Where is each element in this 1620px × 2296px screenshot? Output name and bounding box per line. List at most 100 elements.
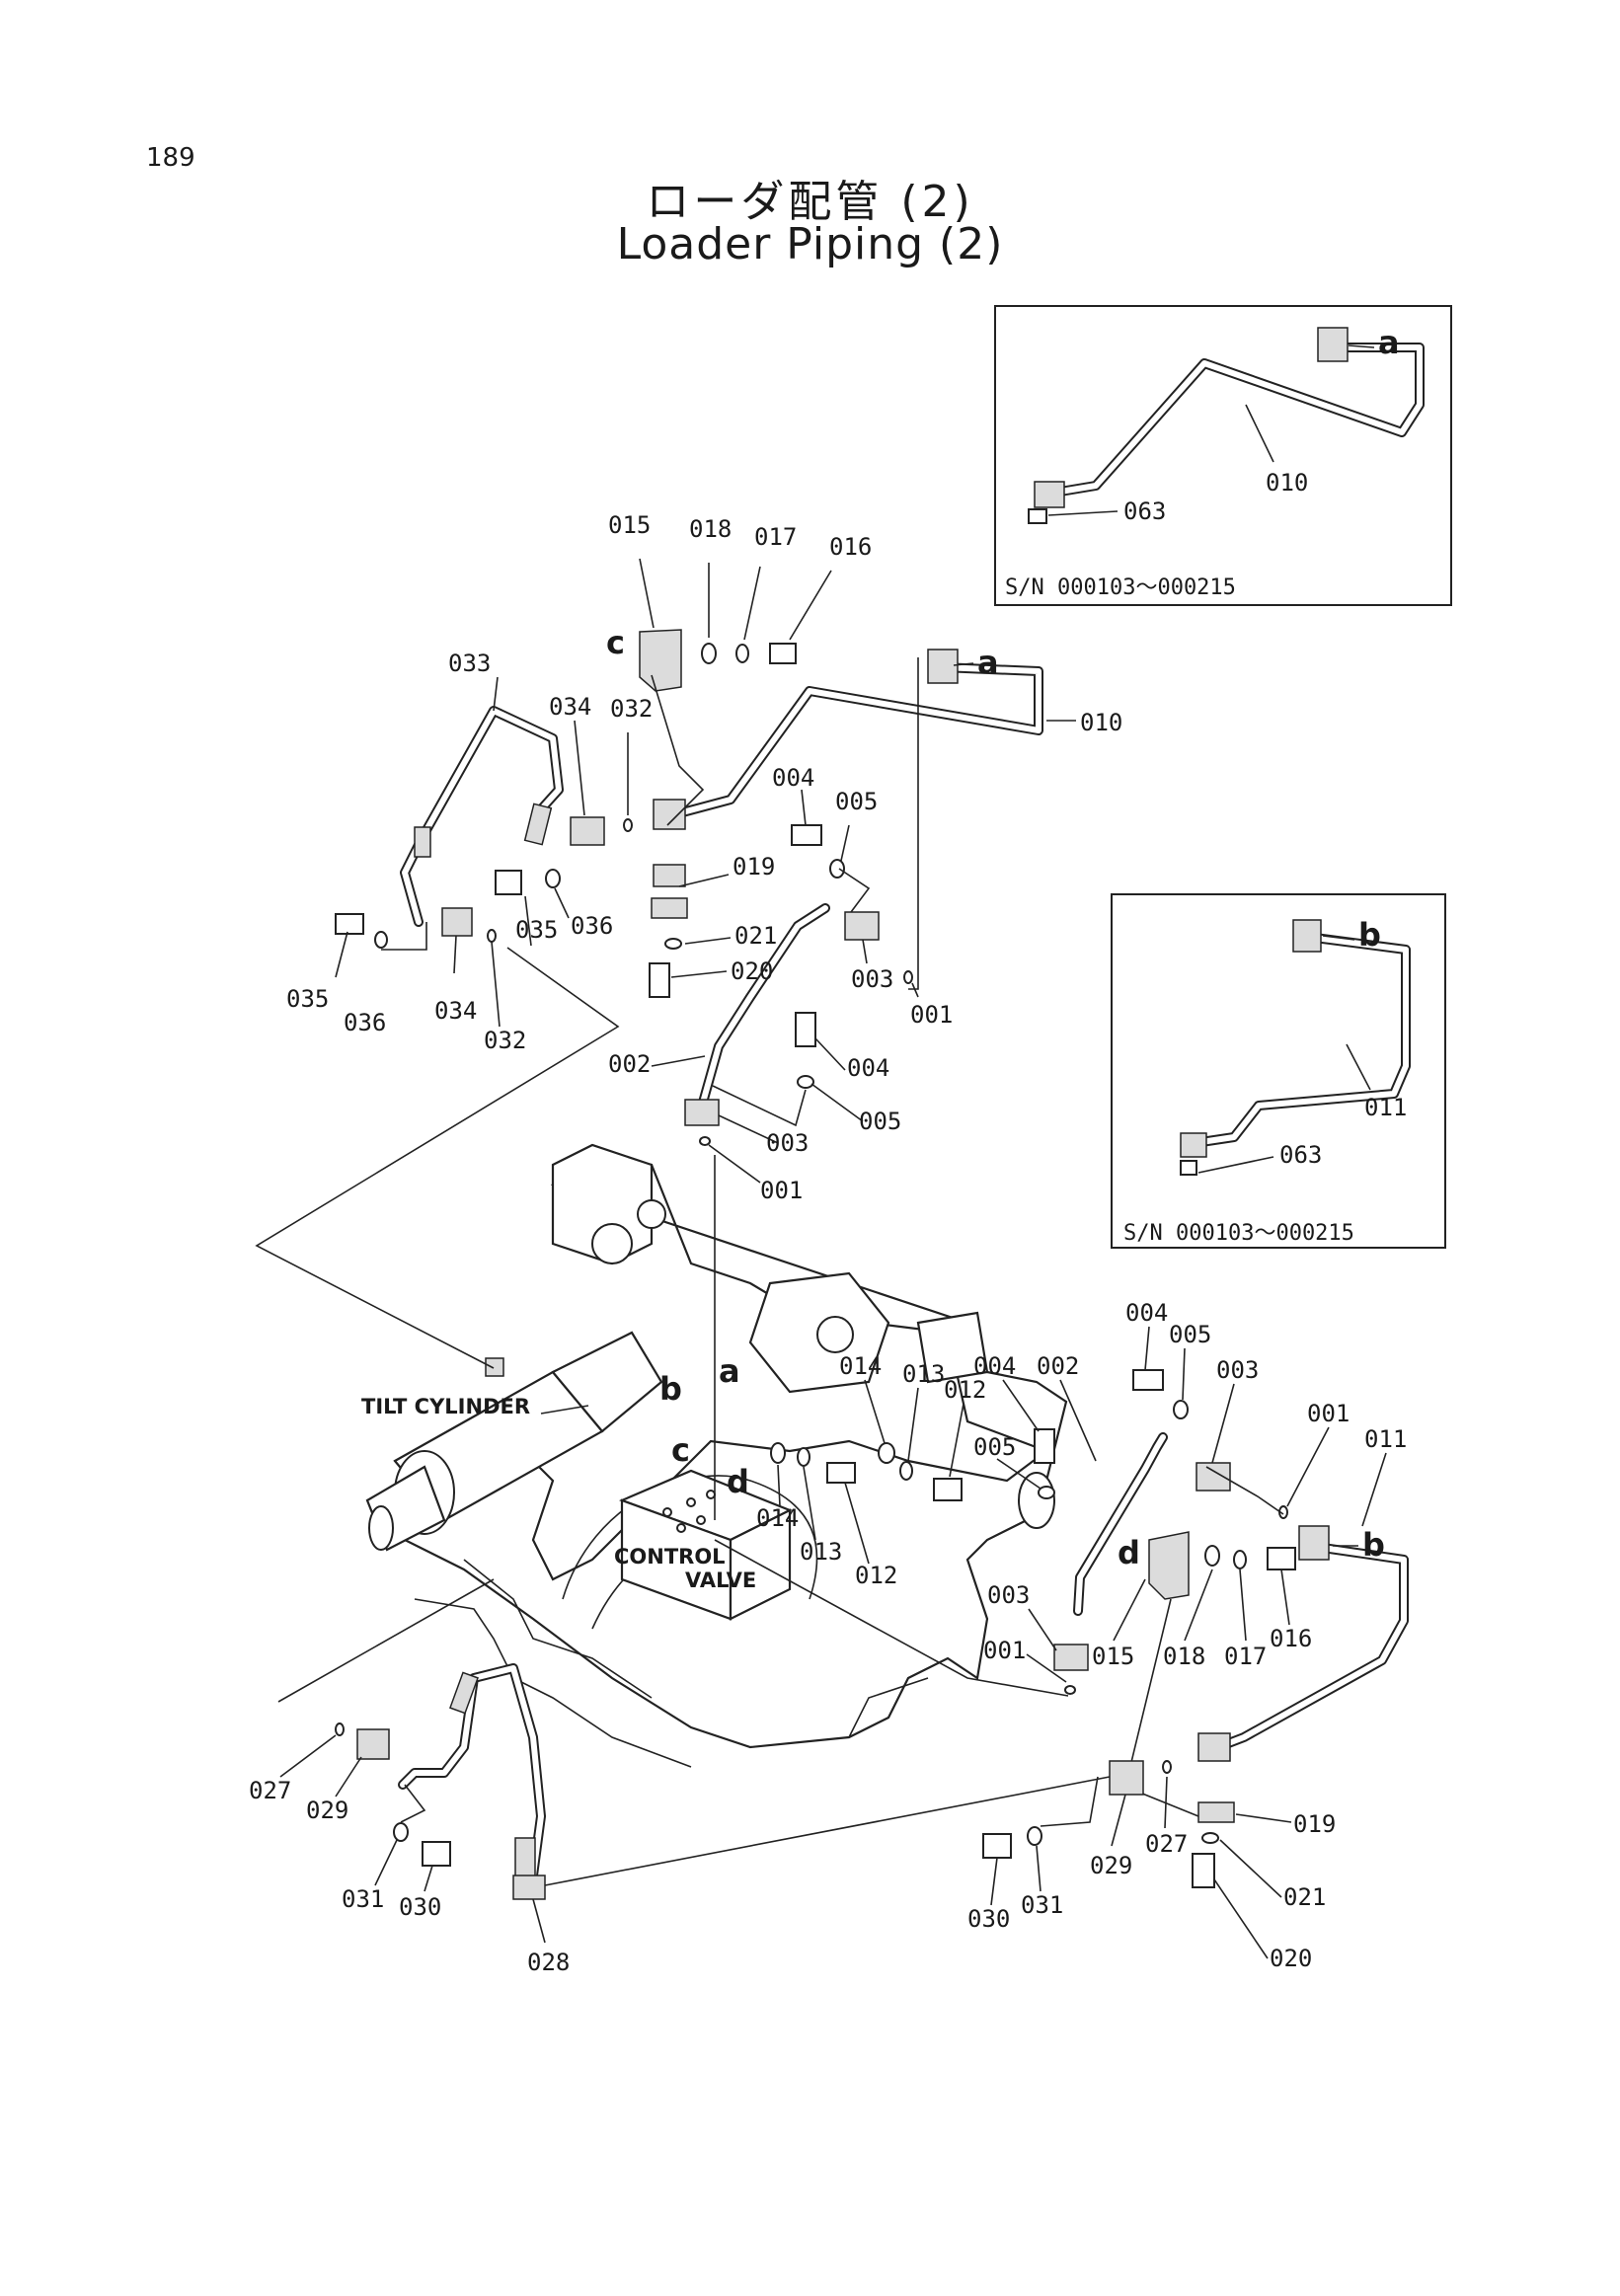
page-title-japanese: ローダ配管 (2) [646,177,974,227]
washer-icon [1204,1545,1220,1567]
tilt-cylinder-label: TILT CYLINDER [361,1395,530,1418]
o-ring-icon [664,938,682,950]
part-label-029: 029 [1090,1852,1132,1879]
o-ring-icon [1064,1685,1076,1695]
lock-washer-icon [1027,1826,1042,1846]
lock-washer-icon [393,1822,409,1842]
fitting-icon [523,803,553,846]
part-label-063: 063 [1123,497,1166,525]
flange-icon [1180,1132,1207,1158]
part-label-030: 030 [967,1905,1010,1933]
flange-icon [927,649,959,684]
lock-washer-icon [1038,1486,1055,1499]
part-label-002: 002 [1037,1352,1079,1380]
part-label-015: 015 [1092,1643,1134,1670]
flange-icon [653,799,686,830]
split-flange-icon [684,1099,720,1126]
part-label-005: 005 [835,788,878,815]
bolt-icon [335,913,364,935]
part-label-003: 003 [1216,1356,1259,1384]
part-label-005: 005 [859,1108,901,1135]
part-label-001: 001 [1307,1400,1350,1427]
washer-icon [770,1442,786,1464]
part-label-013: 013 [800,1538,842,1566]
part-label-011: 011 [1364,1425,1407,1453]
control-valve-label-line2: VALVE [685,1569,756,1592]
ref-letter-a: a [977,644,999,681]
clamp-icon [651,897,688,919]
part-label-012: 012 [944,1376,986,1404]
lock-washer-icon [1233,1550,1247,1569]
bolt-icon [422,1841,451,1867]
bolt-icon [1180,1160,1197,1176]
o-ring-icon [335,1722,345,1736]
bolt-icon [933,1478,963,1501]
part-label-034: 034 [434,997,477,1025]
lock-washer-icon [735,644,749,663]
ref-letter-c: c [606,624,625,661]
part-label-019: 019 [733,853,775,880]
part-label-021: 021 [1283,1883,1326,1911]
part-label-010: 010 [1266,469,1308,497]
part-label-029: 029 [306,1797,348,1824]
ref-letter-b: b [659,1370,682,1408]
part-label-019: 019 [1293,1810,1336,1838]
ref-letter-b: b [1358,916,1381,954]
bolt-icon [1028,508,1047,524]
bolt-icon [826,1462,856,1484]
part-label-002: 002 [608,1050,651,1078]
leader-lines-lower [277,1578,1168,1944]
part-label-004: 004 [772,764,814,792]
o-ring-icon [1162,1760,1172,1774]
flange-icon [1034,481,1065,508]
o-ring-icon [1201,1832,1219,1844]
fitting-icon [414,826,431,858]
part-label-030: 030 [399,1893,441,1921]
part-label-014: 014 [756,1504,799,1532]
split-flange-icon [1109,1760,1144,1796]
part-label-035: 035 [286,985,329,1013]
bolt-icon [791,824,822,846]
part-label-014: 014 [839,1352,882,1380]
part-label-036: 036 [344,1009,386,1036]
part-label-001: 001 [983,1637,1026,1664]
clamp-icon [1197,1801,1235,1823]
part-label-017: 017 [1224,1643,1267,1670]
part-label-063: 063 [1279,1141,1322,1169]
bracket-icon [639,629,682,692]
part-label-016: 016 [1270,1625,1312,1652]
part-label-011: 011 [1364,1094,1407,1121]
washer-icon [878,1442,895,1464]
split-flange-icon [570,816,605,846]
lock-washer-icon [829,859,845,879]
part-label-020: 020 [1270,1945,1312,1972]
bolt-icon [1132,1369,1164,1391]
lock-washer-icon [374,931,388,949]
o-ring-icon [699,1136,711,1146]
flange-icon [1197,1732,1231,1762]
part-label-036: 036 [571,912,613,940]
lock-washer-icon [797,1075,814,1089]
part-label-017: 017 [754,523,797,551]
part-label-021: 021 [734,922,777,950]
part-label-001: 001 [760,1177,803,1204]
part-label-005: 005 [1169,1321,1211,1348]
part-label-004: 004 [847,1054,889,1082]
bolt-icon [1034,1428,1055,1464]
part-label-033: 033 [448,650,491,677]
bolt-icon [1267,1547,1296,1570]
ref-letter-d: d [1118,1534,1140,1571]
part-label-003: 003 [851,965,893,993]
part-label-034: 034 [549,693,591,721]
part-label-035: 035 [515,916,558,944]
page-number: 189 [146,143,195,173]
part-label-003: 003 [987,1581,1030,1609]
part-label-012: 012 [855,1562,897,1589]
part-label-032: 032 [610,695,653,723]
serial-range: S/N 000103～000215 [1123,1221,1354,1246]
part-label-031: 031 [342,1885,384,1913]
split-flange-icon [844,911,880,941]
bolt-icon [769,643,797,664]
bolt-icon [795,1012,816,1047]
fitting-icon [514,1837,536,1878]
